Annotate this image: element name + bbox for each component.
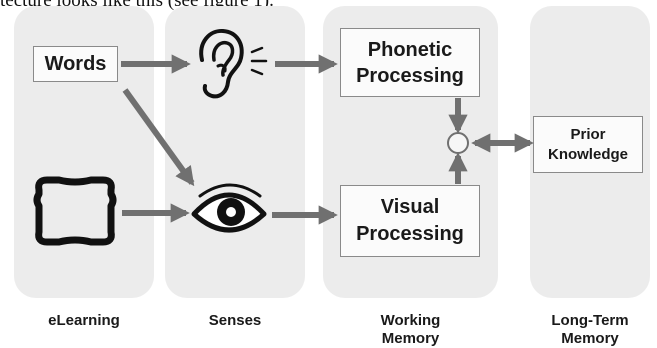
phonetic-label-line1: Phonetic (367, 38, 453, 61)
column-label-working-memory: Working Memory (323, 312, 498, 348)
long-term-memory-line2: Memory (561, 330, 619, 347)
eye-icon (191, 183, 267, 233)
long-term-memory-line1: Long-Term (551, 312, 629, 329)
visual-label-line1: Visual (380, 196, 440, 218)
ear-icon (199, 28, 268, 99)
phonetic-label-line2: Processing (356, 64, 464, 87)
words-label: Words (44, 52, 107, 75)
visual-processing-box: Visual Processing (340, 185, 480, 257)
column-label-elearning: eLearning (48, 312, 120, 329)
picture-frame-icon (33, 176, 117, 246)
integration-junction (447, 132, 469, 154)
visual-label-line2: Processing (356, 223, 464, 245)
phonetic-processing-box: Phonetic Processing (340, 28, 480, 97)
prior-label-line2: Knowledge (547, 145, 628, 163)
column-label-long-term-memory: Long-Term Memory (530, 312, 650, 348)
prior-label-line1: Prior (570, 125, 606, 143)
words-box: Words (33, 46, 118, 82)
working-memory-line1: Working (380, 312, 441, 329)
intro-text: tecture looks like this (see figure 1). (0, 0, 274, 11)
column-label-senses: Senses (208, 312, 262, 329)
working-memory-line2: Memory (381, 330, 440, 347)
arrow-words-to-eye (122, 88, 195, 187)
